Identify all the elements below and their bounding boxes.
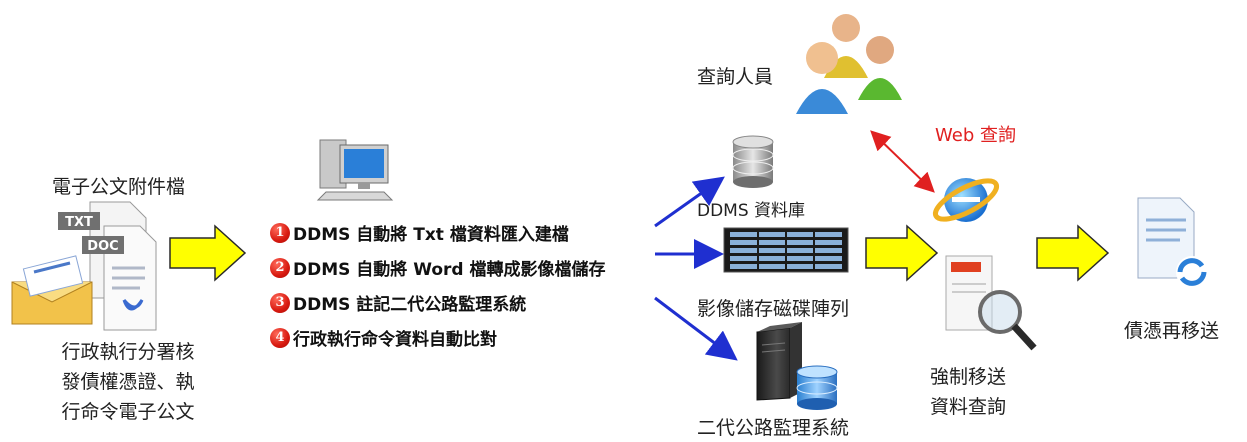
server-tower-icon bbox=[756, 322, 802, 401]
step-number-3: 3 bbox=[270, 292, 290, 313]
refresh-document-icon bbox=[1137, 197, 1208, 288]
envelope-icon bbox=[11, 255, 93, 325]
report-magnifier-icon bbox=[945, 255, 1037, 351]
txt-badge: TXT bbox=[65, 215, 93, 230]
database-label: DDMS 資料庫 bbox=[697, 201, 806, 221]
process-step-1: 1 DDMS 自動將 Txt 檔資料匯入建檔 bbox=[270, 215, 606, 250]
forced-transfer-line-2: 資料查詢 bbox=[929, 396, 1006, 418]
web-query-arrow bbox=[870, 130, 935, 193]
storage-array-icon bbox=[723, 227, 849, 273]
process-steps: 1 DDMS 自動將 Txt 檔資料匯入建檔 2 DDMS 自動將 Word 檔… bbox=[270, 215, 606, 355]
web-query-label: Web 查詢 bbox=[935, 125, 1016, 146]
source-title: 電子公文附件檔 bbox=[52, 176, 186, 198]
database-icon bbox=[732, 135, 774, 188]
step-text-3: DDMS 註記二代公路監理系統 bbox=[293, 295, 527, 315]
doc-badge: DOC bbox=[87, 239, 118, 254]
step-number-1: 1 bbox=[270, 222, 290, 243]
step-number-4: 4 bbox=[270, 327, 290, 348]
people-label: 查詢人員 bbox=[697, 66, 774, 88]
people-icon bbox=[796, 14, 902, 114]
step-text-1: DDMS 自動將 Txt 檔資料匯入建檔 bbox=[293, 225, 569, 245]
source-caption-line-1: 行政執行分署核 bbox=[61, 341, 195, 363]
source-caption-line-3: 行命令電子公文 bbox=[61, 401, 195, 423]
forced-transfer-label: 強制移送 資料查詢 bbox=[920, 362, 1016, 422]
process-step-4: 4 行政執行命令資料自動比對 bbox=[270, 320, 606, 355]
source-caption-line-2: 發債權憑證、執 bbox=[61, 371, 195, 393]
forced-transfer-line-1: 強制移送 bbox=[929, 366, 1006, 388]
connector-to-highway bbox=[654, 296, 738, 361]
output-label: 債憑再移送 bbox=[1124, 320, 1220, 342]
step-text-4: 行政執行命令資料自動比對 bbox=[293, 330, 497, 350]
step-number-2: 2 bbox=[270, 257, 290, 278]
process-step-3: 3 DDMS 註記二代公路監理系統 bbox=[270, 285, 606, 320]
process-step-2: 2 DDMS 自動將 Word 檔轉成影像檔儲存 bbox=[270, 250, 606, 285]
source-caption: 行政執行分署核 發債權憑證、執 行命令電子公文 bbox=[38, 337, 218, 427]
connector-to-database bbox=[654, 176, 725, 228]
blue-database-icon bbox=[796, 365, 838, 410]
document-stack-icon: TXT DOC bbox=[58, 201, 157, 331]
ie-browser-icon bbox=[932, 178, 1000, 222]
highway-label: 二代公路監理系統 bbox=[697, 417, 850, 439]
yellow-arrow-3 bbox=[1036, 224, 1110, 282]
storage-label: 影像儲存磁碟陣列 bbox=[697, 298, 850, 320]
computer-icon bbox=[316, 139, 394, 201]
yellow-arrow-2 bbox=[865, 224, 939, 282]
step-text-2: DDMS 自動將 Word 檔轉成影像檔儲存 bbox=[293, 260, 606, 280]
yellow-arrow-1 bbox=[169, 224, 247, 282]
